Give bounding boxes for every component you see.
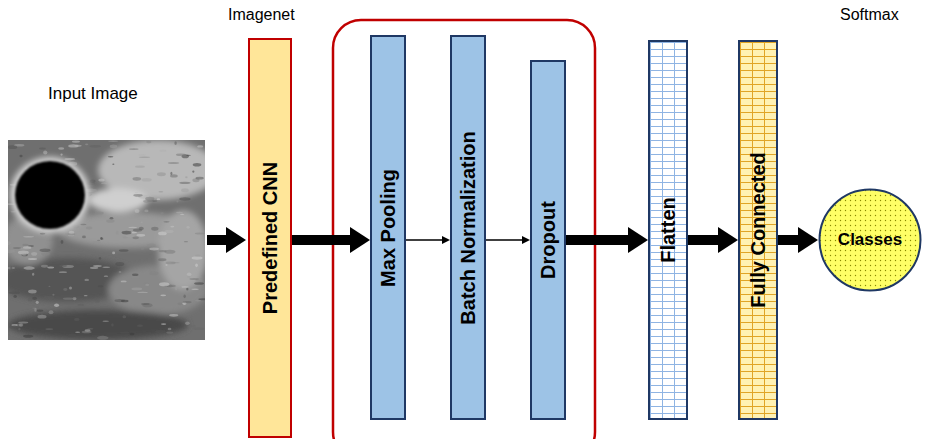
group-outline <box>333 20 595 439</box>
layer-name: Predefined CNN <box>259 162 282 314</box>
flow-arrow <box>406 239 442 241</box>
layer-name: Classes <box>838 230 902 250</box>
flatten-box: Flatten <box>648 40 688 420</box>
output-circle: Classes <box>818 188 922 292</box>
ultrasound-image <box>8 140 205 340</box>
flow-arrow <box>566 235 628 245</box>
caption-label: Input Image <box>48 84 138 104</box>
layer-name: Max Pooling <box>377 169 400 287</box>
flow-arrow <box>292 235 350 245</box>
input-arrow <box>207 235 226 245</box>
layer-name: Flatten <box>657 197 680 263</box>
input-arrow-head <box>226 227 246 253</box>
flow-arrow <box>486 239 522 241</box>
flow-arrow <box>778 235 798 245</box>
layer-name: Fully Connected <box>747 152 770 308</box>
layer-box: Max Pooling <box>370 35 406 420</box>
caption-label: Imagenet <box>228 6 295 24</box>
layer-box: Dropout <box>530 60 566 420</box>
layer-name: Dropout <box>537 201 560 279</box>
layer-name: Batch Normalization <box>457 131 480 324</box>
pretrained-cnn-box: Predefined CNN <box>248 38 292 438</box>
caption-label: Softmax <box>840 6 899 24</box>
layer-box: Batch Normalization <box>450 35 486 420</box>
dense-box: Fully Connected <box>738 40 778 420</box>
flow-arrow <box>688 235 718 245</box>
